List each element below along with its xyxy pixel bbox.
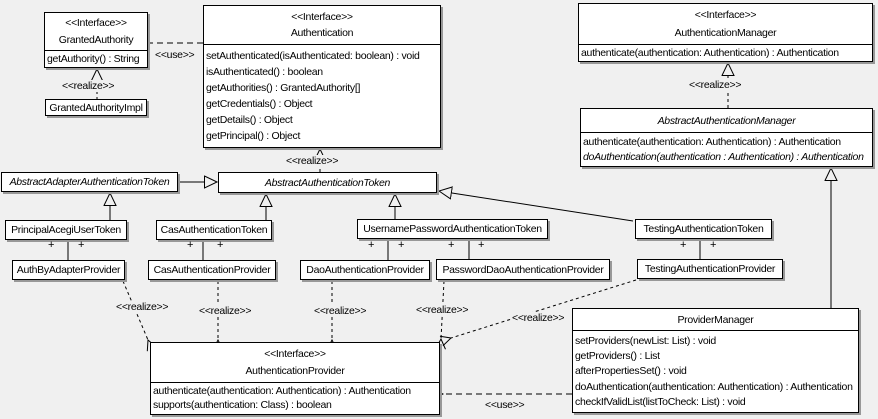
class-abstractadapterauthenticationtoken[interactable]: AbstractAdapterAuthenticationToken [1, 172, 178, 192]
method-label: isAuthenticated() : boolean [206, 66, 323, 78]
class-testingauthenticationtoken[interactable]: TestingAuthenticationToken [635, 219, 772, 239]
class-name: Authentication [290, 27, 354, 40]
class-abstractauthenticationtoken[interactable]: AbstractAuthenticationToken [218, 172, 437, 193]
class-name: ProviderManager [677, 313, 754, 326]
class-abstractauthenticationmanager[interactable]: AbstractAuthenticationManager authentica… [580, 108, 873, 167]
class-name: GrantedAuthorityImpl [49, 101, 143, 114]
stereotype-label: <<Interface>> [291, 10, 353, 23]
class-name: CasAuthenticationToken [160, 224, 268, 236]
realize-label: <<realize>> [416, 304, 469, 316]
realize-label: <<realize>> [286, 155, 339, 167]
realize-label: <<realize>> [199, 305, 252, 317]
class-name: PrincipalAcegiUserToken [11, 224, 121, 236]
class-name: AbstractAdapterAuthenticationToken [9, 176, 170, 188]
use-label: <<use>> [155, 49, 195, 61]
method-label: supports(authentication: Class) : boolea… [153, 400, 332, 411]
method-label: afterPropertiesSet() : void [575, 366, 687, 377]
stereotype-label: <<Interface>> [65, 17, 127, 30]
method-label: doAuthentication(authentication: Authent… [575, 380, 853, 393]
class-name: TestingAuthenticationProvider [644, 263, 776, 275]
class-name: AuthByAdapterProvider [16, 264, 121, 276]
class-authbyadapterprovider[interactable]: AuthByAdapterProvider [12, 260, 125, 280]
use-label: <<use>> [485, 399, 525, 411]
association-plus: + [398, 239, 405, 251]
class-grantedauthority[interactable]: <<Interface>> GrantedAuthority getAuthor… [44, 12, 148, 68]
method-label: getAuthorities() : GrantedAuthority[] [206, 82, 361, 94]
association-plus: + [368, 239, 375, 251]
class-authentication[interactable]: <<Interface>> Authentication setAuthenti… [203, 5, 441, 148]
class-name: PasswordDaoAuthenticationProvider [442, 263, 604, 276]
association-plus: + [78, 239, 85, 251]
class-usernamepasswordauthenticationtoken[interactable]: UsernamePasswordAuthenticationToken [357, 219, 548, 239]
class-name: GrantedAuthority [58, 33, 134, 46]
class-name: CasAuthenticationProvider [153, 264, 271, 276]
class-authenticationprovider[interactable]: <<Interface>> AuthenticationProvider aut… [150, 342, 440, 415]
class-name: UsernamePasswordAuthenticationToken [363, 223, 542, 235]
class-name: DaoAuthenticationProvider [306, 264, 424, 276]
association-plus: + [187, 239, 194, 251]
gen-testingtoken-to-abstracttoken [439, 191, 634, 222]
association-plus: + [448, 239, 455, 251]
association-plus: + [710, 239, 717, 251]
class-name: AuthenticationProvider [245, 365, 345, 377]
association-plus: + [48, 239, 55, 251]
stereotype-label: <<Interface>> [264, 348, 326, 360]
realize-passworddaoprovider-to-authenticationprovider [441, 280, 444, 339]
class-testingauthenticationprovider[interactable]: TestingAuthenticationProvider [637, 259, 783, 279]
method-label: authenticate(authentication: Authenticat… [583, 136, 841, 148]
method-label: getDetails() : Object [206, 114, 293, 126]
method-label: getAuthority() : String [47, 53, 140, 65]
realize-label: <<realize>> [314, 305, 367, 317]
class-casauthenticationprovider[interactable]: CasAuthenticationProvider [148, 260, 276, 280]
class-authenticationmanager[interactable]: <<Interface>> AuthenticationManager auth… [578, 3, 873, 62]
realize-label: <<realize>> [62, 80, 115, 92]
stereotype-label: <<Interface>> [694, 9, 757, 22]
realize-label: <<realize>> [512, 312, 565, 324]
class-name: TestingAuthenticationToken [643, 223, 764, 235]
method-label: getCredentials() : Object [206, 98, 313, 110]
class-name: AuthenticationManager [674, 26, 777, 39]
association-plus: + [217, 239, 224, 251]
class-name: AbstractAuthenticationManager [657, 114, 796, 127]
association-plus: + [680, 239, 687, 251]
class-providermanager[interactable]: ProviderManager setProviders(newList: Li… [572, 308, 859, 413]
method-label: authenticate(authentication: Authenticat… [581, 46, 839, 59]
class-principalacegiusertoken[interactable]: PrincipalAcegiUserToken [5, 220, 127, 240]
class-grantedauthorityimpl[interactable]: GrantedAuthorityImpl [45, 99, 147, 116]
method-label: getPrincipal() : Object [206, 130, 301, 142]
method-label: doAuthentication(authentication : Authen… [583, 150, 864, 163]
class-passworddaoauthenticationprovider[interactable]: PasswordDaoAuthenticationProvider [436, 259, 610, 280]
realize-label: <<realize>> [689, 79, 742, 91]
realize-testingprovider-to-authenticationprovider [451, 279, 637, 338]
method-label: getProviders() : List [575, 351, 660, 362]
method-label: setProviders(newList: List) : void [575, 335, 716, 347]
association-plus: + [478, 239, 485, 251]
method-label: checkIfValidList(listToCheck: List) : vo… [575, 396, 746, 408]
class-daoauthenticationprovider[interactable]: DaoAuthenticationProvider [300, 260, 430, 280]
class-name: AbstractAuthenticationToken [264, 176, 391, 189]
realize-label: <<realize>> [116, 301, 169, 313]
class-casauthenticationtoken[interactable]: CasAuthenticationToken [156, 220, 272, 240]
method-label: setAuthenticated(isAuthenticated: boolea… [206, 50, 420, 62]
method-label: authenticate(authentication: Authenticat… [153, 386, 411, 397]
